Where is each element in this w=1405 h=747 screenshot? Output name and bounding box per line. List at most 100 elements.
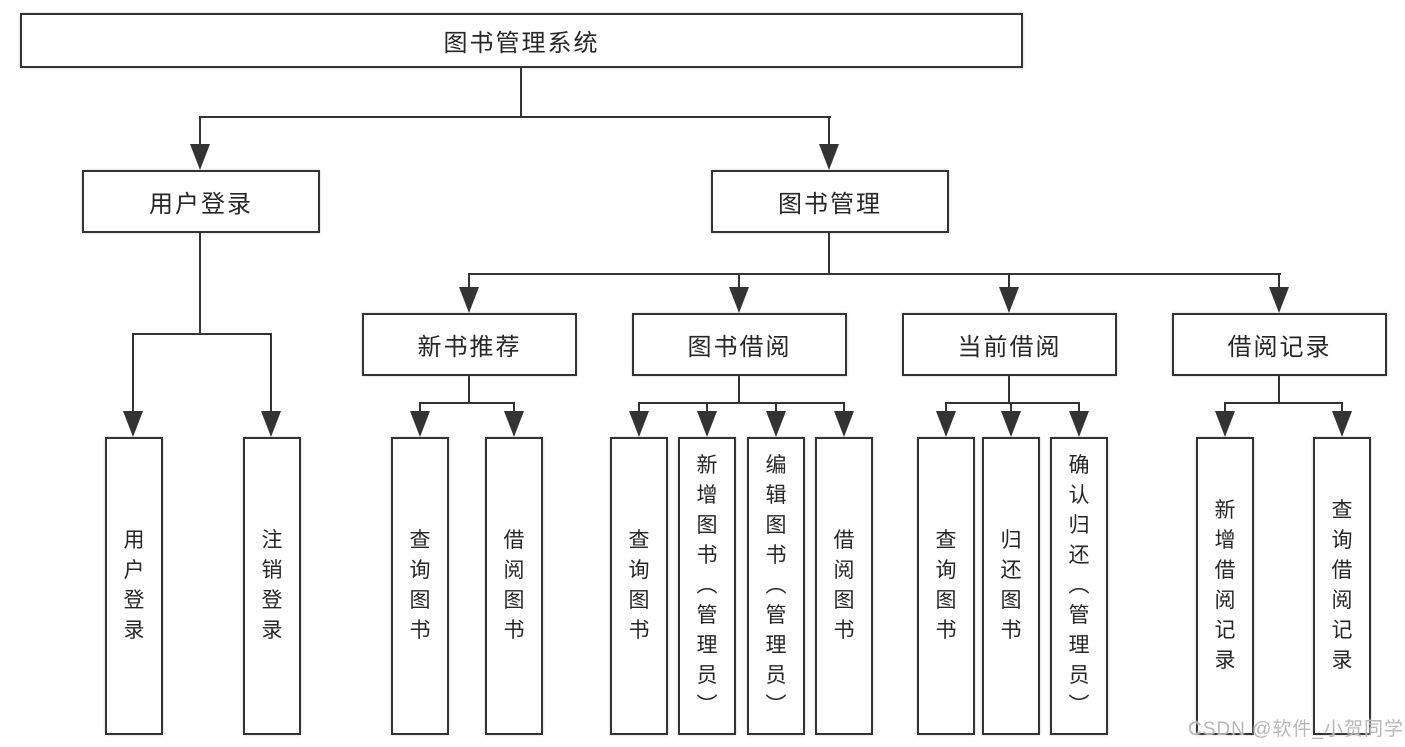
- arrowhead: [261, 411, 281, 437]
- connector: [828, 231, 830, 275]
- connector: [1278, 374, 1280, 404]
- connector: [1341, 402, 1343, 413]
- vertical-char: 借: [1331, 559, 1353, 582]
- arrowhead: [410, 411, 430, 437]
- vertical-char: 增: [696, 484, 718, 507]
- connector: [199, 231, 201, 335]
- vertical-char: 查: [935, 529, 957, 552]
- vertical-char: 借: [503, 529, 525, 552]
- leaf-return-books: 归还图书: [982, 437, 1040, 735]
- vertical-char: 录: [1331, 649, 1353, 672]
- arrowhead: [729, 287, 749, 313]
- vertical-char: 阅: [1331, 589, 1353, 612]
- vertical-char: 书: [696, 544, 718, 567]
- vertical-char: 记: [1331, 619, 1353, 642]
- vertical-char: 认: [1068, 484, 1090, 507]
- connector: [1278, 273, 1280, 289]
- node-user-login: 用户登录: [82, 170, 320, 233]
- connector: [520, 66, 522, 118]
- vertical-char: 查: [628, 529, 650, 552]
- connector: [828, 116, 830, 146]
- vertical-char: 理: [696, 634, 718, 657]
- arrowhead: [459, 287, 479, 313]
- vertical-char: 理: [765, 634, 787, 657]
- arrowhead: [819, 144, 839, 170]
- vertical-char: 增: [1214, 529, 1236, 552]
- vertical-char: 登: [261, 589, 283, 612]
- connector: [1078, 402, 1080, 413]
- vertical-char: 归: [1068, 514, 1090, 537]
- vertical-char: 录: [123, 619, 145, 642]
- vertical-char: 还: [1000, 559, 1022, 582]
- vertical-char: 书: [935, 619, 957, 642]
- vertical-char: 新: [1214, 499, 1236, 522]
- connector: [419, 402, 515, 404]
- node-book-management: 图书管理: [711, 170, 949, 233]
- node-book-borrowing: 图书借阅: [632, 313, 847, 376]
- leaf-add-borrow-record: 新增借阅记录: [1196, 437, 1254, 735]
- arrowhead: [629, 411, 649, 437]
- node-current-borrowing: 当前借阅: [902, 313, 1117, 376]
- vertical-char: 户: [123, 559, 145, 582]
- vertical-char: 阅: [833, 559, 855, 582]
- vertical-char: 借: [833, 529, 855, 552]
- vertical-char: 录: [261, 619, 283, 642]
- connector: [775, 402, 777, 413]
- leaf-confirm-return-admin: 确认归还︵管理员︶: [1050, 437, 1108, 735]
- connector: [270, 333, 272, 413]
- vertical-char: 确: [1068, 454, 1090, 477]
- vertical-char: 记: [1214, 619, 1236, 642]
- connector: [468, 273, 470, 289]
- connector: [706, 402, 708, 413]
- vertical-char: 理: [1068, 634, 1090, 657]
- vertical-char: 图: [935, 589, 957, 612]
- vertical-char: ︶: [696, 694, 718, 717]
- vertical-char: 编: [765, 454, 787, 477]
- vertical-char: 书: [765, 544, 787, 567]
- arrowhead: [766, 411, 786, 437]
- vertical-char: 询: [935, 559, 957, 582]
- vertical-char: 图: [765, 514, 787, 537]
- vertical-char: 用: [123, 529, 145, 552]
- vertical-char: 书: [409, 619, 431, 642]
- vertical-char: 书: [1000, 619, 1022, 642]
- vertical-char: 归: [1000, 529, 1022, 552]
- vertical-char: 书: [628, 619, 650, 642]
- vertical-char: 询: [1331, 529, 1353, 552]
- vertical-char: 管: [765, 604, 787, 627]
- leaf-borrow-books: 借阅图书: [815, 437, 873, 735]
- arrowhead: [936, 411, 956, 437]
- connector: [513, 402, 515, 413]
- vertical-char: ︵: [1068, 574, 1090, 597]
- vertical-char: 录: [1214, 649, 1236, 672]
- vertical-char: 书: [833, 619, 855, 642]
- connector: [132, 333, 134, 413]
- arrowhead: [834, 411, 854, 437]
- vertical-char: 注: [261, 529, 283, 552]
- leaf-edit-book-admin: 编辑图书︵管理员︶: [747, 437, 805, 735]
- connector: [1224, 402, 1343, 404]
- vertical-char: 辑: [765, 484, 787, 507]
- node-new-book-recommend: 新书推荐: [362, 313, 577, 376]
- connector: [419, 402, 421, 413]
- vertical-char: 借: [1214, 559, 1236, 582]
- vertical-char: 登: [123, 589, 145, 612]
- leaf-query-books-recommend: 查询图书: [391, 437, 449, 735]
- arrowhead: [1069, 411, 1089, 437]
- vertical-char: 图: [503, 589, 525, 612]
- vertical-char: 询: [409, 559, 431, 582]
- arrowhead: [123, 411, 143, 437]
- vertical-char: 询: [628, 559, 650, 582]
- arrowhead: [1001, 411, 1021, 437]
- connector: [1010, 402, 1012, 413]
- vertical-char: 图: [696, 514, 718, 537]
- vertical-char: 书: [503, 619, 525, 642]
- vertical-char: 查: [1331, 499, 1353, 522]
- connector: [199, 116, 831, 118]
- vertical-char: 图: [409, 589, 431, 612]
- connector: [945, 402, 947, 413]
- connector: [132, 333, 272, 335]
- vertical-char: ︶: [1068, 694, 1090, 717]
- vertical-char: 阅: [1214, 589, 1236, 612]
